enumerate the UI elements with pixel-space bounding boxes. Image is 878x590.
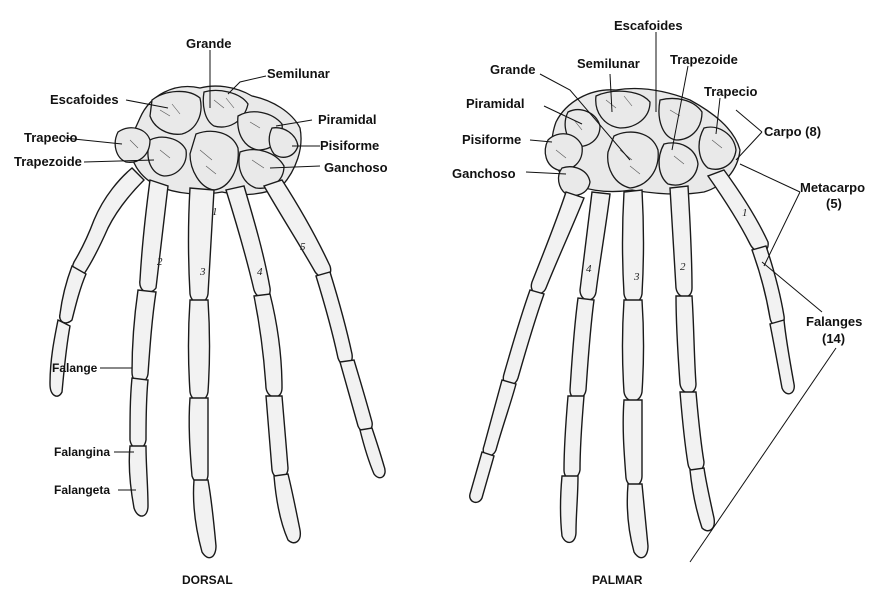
label-falanges-count-palmar: (14) xyxy=(822,331,845,346)
palmar-thumb xyxy=(708,170,794,394)
label-falangina-dorsal: Falangina xyxy=(54,445,110,459)
label-falanges-palmar: Falanges xyxy=(806,314,862,329)
label-carpo-palmar: Carpo (8) xyxy=(764,124,821,139)
label-semilunar-dorsal: Semilunar xyxy=(267,66,330,81)
palmar-hand-illustration: 4 3 2 1 xyxy=(470,88,795,557)
label-falangeta-dorsal: Falangeta xyxy=(54,483,110,497)
label-trapezoide-palmar: Trapezoide xyxy=(670,52,738,67)
palmar-metacarpal-number-3: 3 xyxy=(633,271,640,283)
view-title-palmar: PALMAR xyxy=(592,573,643,587)
label-ganchoso-palmar: Ganchoso xyxy=(452,166,516,181)
dorsal-metacarpal-number-1: 1 xyxy=(212,206,218,218)
palmar-metacarpal-number-2: 2 xyxy=(680,261,686,273)
label-escafoides-palmar: Escafoides xyxy=(614,18,683,33)
label-pisiforme-palmar: Pisiforme xyxy=(462,132,521,147)
label-piramidal-palmar: Piramidal xyxy=(466,96,525,111)
label-trapecio-palmar: Trapecio xyxy=(704,84,758,99)
label-trapecio-dorsal: Trapecio xyxy=(24,130,78,145)
label-escafoides-dorsal: Escafoides xyxy=(50,92,119,107)
dorsal-middle-finger xyxy=(189,188,217,558)
palmar-index-finger xyxy=(670,186,714,531)
label-metacarpo-count-palmar: (5) xyxy=(826,196,842,211)
palmar-metacarpal-number-1: 1 xyxy=(742,207,748,219)
label-grande-dorsal: Grande xyxy=(186,36,232,51)
label-trapezoide-dorsal: Trapezoide xyxy=(14,154,82,169)
palmar-middle-finger xyxy=(623,190,649,558)
palmar-metacarpal-number-4: 4 xyxy=(586,263,592,275)
dorsal-ring-finger xyxy=(226,186,300,543)
label-falange-dorsal: Falange xyxy=(52,361,98,375)
label-grande-palmar: Grande xyxy=(490,62,536,77)
label-metacarpo-palmar: Metacarpo xyxy=(800,180,865,195)
label-ganchoso-dorsal: Ganchoso xyxy=(324,160,388,175)
view-title-dorsal: DORSAL xyxy=(182,573,233,587)
dorsal-metacarpal-number-5: 5 xyxy=(300,241,306,253)
label-semilunar-palmar: Semilunar xyxy=(577,56,640,71)
dorsal-index-finger xyxy=(129,180,168,516)
dorsal-metacarpal-number-2: 2 xyxy=(157,256,163,268)
palmar-ring-finger xyxy=(561,192,611,542)
dorsal-metacarpal-number-4: 4 xyxy=(257,266,263,278)
label-piramidal-dorsal: Piramidal xyxy=(318,112,377,127)
dorsal-metacarpal-number-3: 3 xyxy=(199,266,206,278)
label-pisiforme-dorsal: Pisiforme xyxy=(320,138,379,153)
